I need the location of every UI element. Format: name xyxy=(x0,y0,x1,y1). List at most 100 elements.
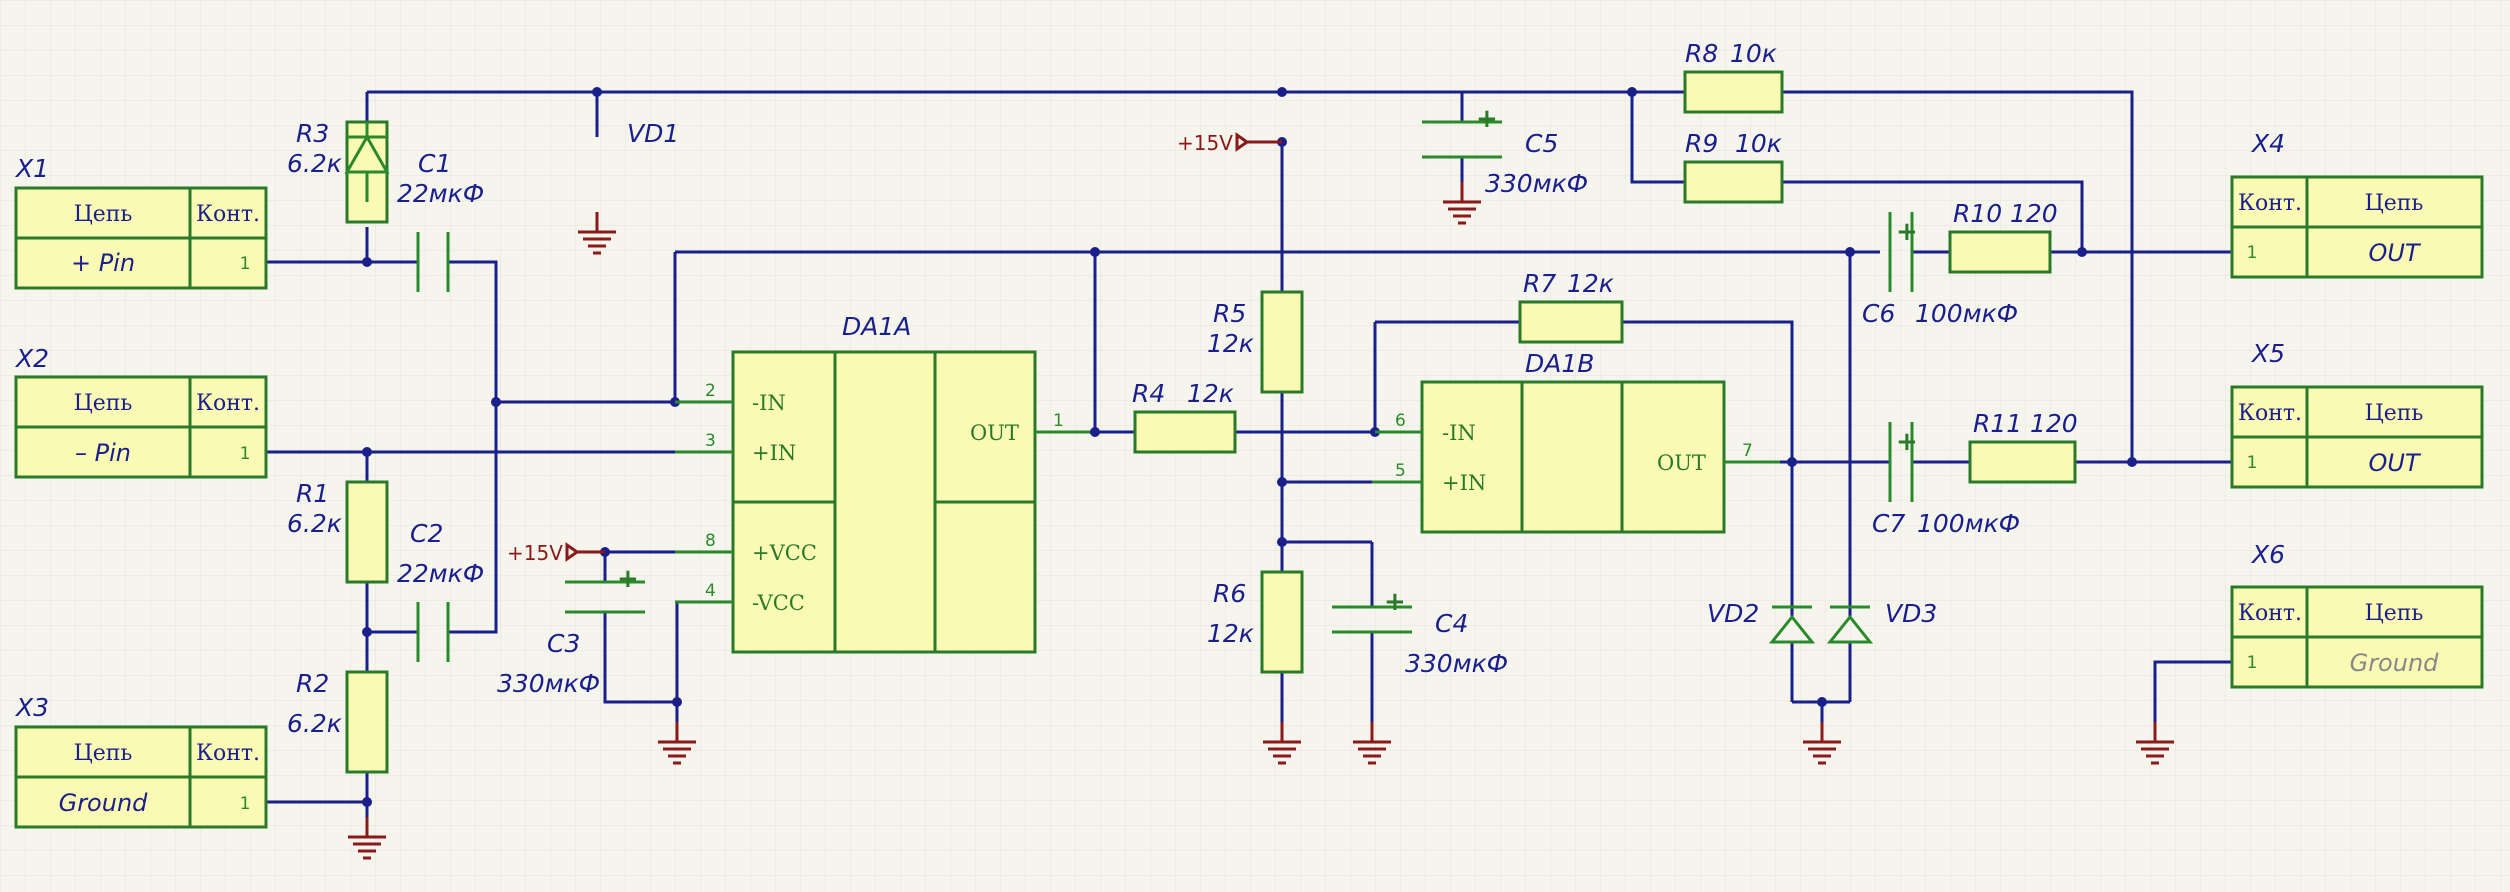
opamp-da1a[interactable]: DA1A -IN +IN +VCC -VCC OUT 2 3 8 4 1 xyxy=(675,312,1090,654)
diode-vd1[interactable]: VD1 xyxy=(344,119,679,202)
pin-number-in-neg: 6 xyxy=(1395,411,1406,431)
capacitor-value: 330мкФ xyxy=(497,669,600,698)
connector-net: Ground xyxy=(59,789,149,817)
resistor-value: 12к xyxy=(1207,329,1254,358)
connector-ref: X6 xyxy=(2250,540,2285,569)
diode-vd2[interactable]: VD2 xyxy=(1707,599,1816,644)
resistor-value: 12к xyxy=(1567,269,1614,298)
connector-x3[interactable]: X3 Цепь Конт. Ground 1 xyxy=(14,693,268,829)
resistor-value: 6.2к xyxy=(287,509,342,538)
pin-number-out: 1 xyxy=(1053,411,1064,431)
header-pin: Конт. xyxy=(2238,401,2302,426)
connector-net: OUT xyxy=(2368,449,2421,477)
connector-x4[interactable]: X4 Конт. Цепь 1 OUT xyxy=(2230,129,2484,279)
pin-in-neg: -IN xyxy=(752,391,786,415)
capacitor-c6[interactable]: + C6 100мкФ xyxy=(1862,212,2018,328)
connector-x6[interactable]: X6 Конт. Цепь 1 Ground xyxy=(2230,540,2484,689)
opamp-da1b[interactable]: DA1B -IN +IN OUT 6 5 7 xyxy=(1372,349,1780,534)
resistor-r2[interactable]: R2 6.2к xyxy=(287,669,389,774)
connector-ref: X3 xyxy=(14,693,49,722)
header-net: Цепь xyxy=(2365,601,2424,626)
header-pin: Конт. xyxy=(196,391,260,416)
pin-in-pos: +IN xyxy=(752,441,796,465)
header-net: Цепь xyxy=(74,741,133,766)
connector-ref: X5 xyxy=(2250,339,2285,368)
resistor-r1[interactable]: R1 6.2к xyxy=(287,479,389,584)
resistor-ref: R8 xyxy=(1685,39,1718,68)
capacitor-c4[interactable]: + C4 330мкФ xyxy=(1332,587,1508,678)
connector-ref: X1 xyxy=(14,154,49,183)
resistor-r5[interactable]: R5 12к xyxy=(1207,290,1304,394)
pin-number-vcc-neg: 4 xyxy=(705,581,716,601)
resistor-ref: R7 xyxy=(1523,269,1556,298)
opamp-ref: DA1A xyxy=(842,312,911,341)
opamp-ref: DA1B xyxy=(1525,349,1594,378)
resistor-value: 6.2к xyxy=(287,149,342,178)
resistor-r8[interactable]: R8 10к xyxy=(1683,39,1784,114)
capacitor-c2[interactable]: C2 22мкФ xyxy=(397,519,484,662)
header-pin: Конт. xyxy=(196,741,260,766)
pin-in-neg: -IN xyxy=(1442,421,1476,445)
connector-net: OUT xyxy=(2368,239,2421,267)
polarity-plus: + xyxy=(1476,104,1498,134)
polarity-plus: + xyxy=(1896,427,1918,457)
capacitor-c7[interactable]: + C7 100мкФ xyxy=(1872,422,2020,538)
resistor-ref: R5 xyxy=(1213,299,1246,328)
diode-vd3[interactable]: VD3 xyxy=(1826,599,1937,644)
capacitor-ref: C5 xyxy=(1525,129,1558,158)
resistor-r6[interactable]: R6 12к xyxy=(1207,570,1304,674)
connector-pin: 1 xyxy=(2247,653,2258,673)
diode-ref: VD2 xyxy=(1707,599,1759,628)
pin-number-out: 7 xyxy=(1742,441,1753,461)
polarity-plus: + xyxy=(1896,217,1918,247)
capacitor-value: 330мкФ xyxy=(1405,649,1508,678)
pin-number-in-pos: 5 xyxy=(1395,461,1406,481)
resistor-value: 12к xyxy=(1207,619,1254,648)
power-label: +15V xyxy=(507,541,563,565)
resistor-r4[interactable]: R4 12к xyxy=(1132,379,1237,454)
resistor-value: 10к xyxy=(1735,129,1782,158)
connector-pin: 1 xyxy=(2247,453,2258,473)
resistor-r9[interactable]: R9 10к xyxy=(1683,129,1784,204)
resistor-ref: R6 xyxy=(1213,579,1246,608)
capacitor-value: 100мкФ xyxy=(1915,299,2018,328)
power-label: +15V xyxy=(1177,131,1233,155)
connector-x1[interactable]: X1 Цепь Конт. + Pin 1 xyxy=(14,154,268,290)
capacitor-ref: C3 xyxy=(547,629,580,658)
capacitor-c3[interactable]: + C3 330мкФ xyxy=(497,564,645,698)
wires xyxy=(265,90,2235,817)
capacitor-value: 100мкФ xyxy=(1917,509,2020,538)
pin-in-pos: +IN xyxy=(1442,471,1486,495)
connector-net: – Pin xyxy=(75,439,131,467)
capacitor-ref: C7 xyxy=(1872,509,1905,538)
capacitor-value: 22мкФ xyxy=(397,179,484,208)
pin-out: OUT xyxy=(970,421,1019,445)
header-pin: Конт. xyxy=(2238,601,2302,626)
capacitor-c1[interactable]: C1 22мкФ xyxy=(397,149,484,292)
connector-pin: 1 xyxy=(240,794,251,814)
header-pin: Конт. xyxy=(196,202,260,227)
connector-x5[interactable]: X5 Конт. Цепь 1 OUT xyxy=(2230,339,2484,489)
resistor-value: 10к xyxy=(1730,39,1777,68)
resistor-ref: R1 xyxy=(296,479,329,508)
resistor-value: 120 xyxy=(2030,409,2078,438)
header-pin: Конт. xyxy=(2238,191,2302,216)
connector-x2[interactable]: X2 Цепь Конт. – Pin 1 xyxy=(14,344,268,479)
pin-number-vcc-pos: 8 xyxy=(705,531,716,551)
resistor-r10[interactable]: R10 120 xyxy=(1948,199,2058,274)
resistor-r7[interactable]: R7 12к xyxy=(1518,269,1624,344)
capacitor-ref: C4 xyxy=(1435,609,1468,638)
polarity-plus: + xyxy=(1384,587,1406,617)
capacitor-ref: C1 xyxy=(418,149,451,178)
capacitor-c5[interactable]: + C5 330мкФ xyxy=(1422,104,1588,198)
resistor-value: 120 xyxy=(2010,199,2058,228)
header-net: Цепь xyxy=(2365,191,2424,216)
capacitor-ref: C2 xyxy=(410,519,443,548)
resistor-r11[interactable]: R11 120 xyxy=(1968,409,2078,484)
diode-ref: VD3 xyxy=(1885,599,1937,628)
junctions xyxy=(362,87,2137,807)
pin-vcc-neg: -VCC xyxy=(752,591,805,615)
connector-net: + Pin xyxy=(71,249,135,277)
